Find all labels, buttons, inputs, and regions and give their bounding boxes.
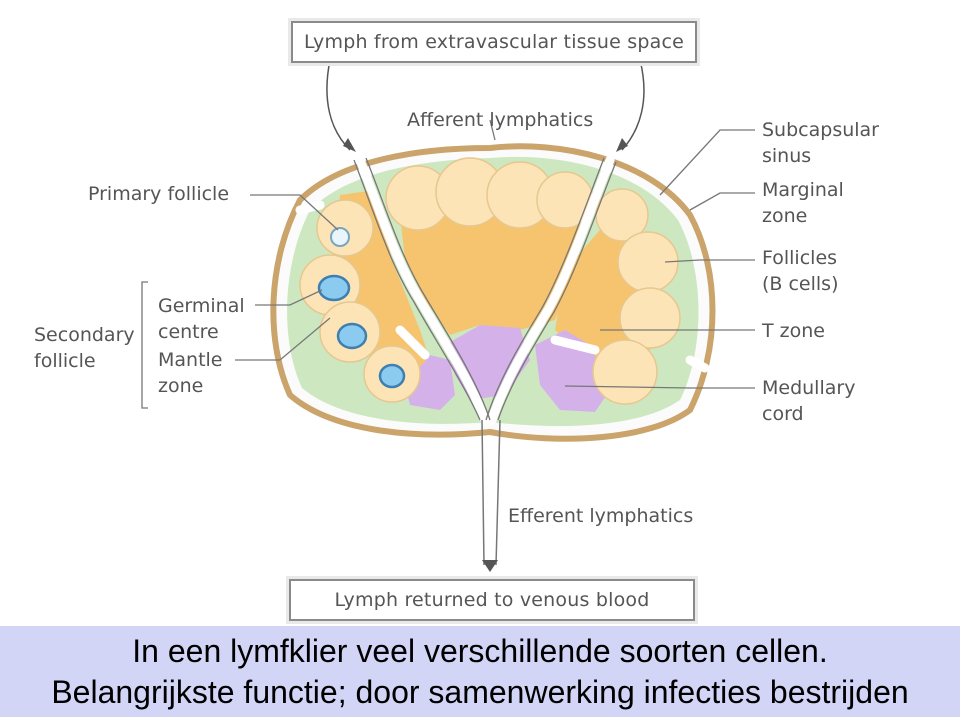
- primary-follicle-mark: [330, 227, 350, 247]
- medullary-cord-label: Medullary cord: [762, 377, 856, 425]
- caption-line-2: Belangrijkste functie; door samenwerking…: [51, 674, 909, 710]
- sinus-channels: [295, 155, 710, 425]
- afferent-lymphatics-label: Afferent lymphatics: [407, 109, 594, 131]
- medullary-cord-left: [405, 355, 455, 410]
- slide-caption: In een lymfklier veel verschillende soor…: [0, 626, 960, 717]
- germinal-centres: [317, 274, 406, 389]
- efferent-vessel: [481, 419, 501, 566]
- mantle-zone-label: Mantle zone: [158, 349, 223, 397]
- germinal-centre-label: Germinal centre: [158, 295, 245, 343]
- follicles-top: [385, 157, 594, 231]
- lymph-node-diagram: Lymph from extravascular tissue space Ly…: [34, 21, 879, 621]
- t-zone-label: T zone: [762, 320, 825, 342]
- lymph-node-illustration: [141, 59, 755, 572]
- secondary-follicle-label: Secondary follicle: [34, 324, 135, 372]
- efferent-arrowhead: [482, 560, 498, 572]
- afferent-arrowhead-right: [616, 138, 628, 152]
- t-zone-center: [400, 215, 585, 335]
- afferent-arrowhead-left: [343, 138, 356, 152]
- lymph-destination-box: Lymph returned to venous blood: [289, 579, 695, 621]
- follicles-b-cells-label: Follicles (B cells): [762, 247, 839, 295]
- lymph-source-box: Lymph from extravascular tissue space: [291, 21, 697, 63]
- sinus-edges: [353, 157, 617, 421]
- caption-line-1: In een lymfklier veel verschillende soor…: [132, 633, 828, 669]
- follicles-right: [592, 188, 681, 405]
- afferent-arrow-left: [326, 59, 351, 151]
- subcapsular-sinus-label: Subcapsular sinus: [762, 119, 879, 167]
- afferent-arrow-right: [621, 59, 645, 151]
- leader-lines: [141, 119, 755, 409]
- marginal-zone-label: Marginal zone: [762, 179, 844, 227]
- primary-follicle-label: Primary follicle: [88, 183, 230, 205]
- efferent-lymphatics-label: Efferent lymphatics: [508, 505, 694, 527]
